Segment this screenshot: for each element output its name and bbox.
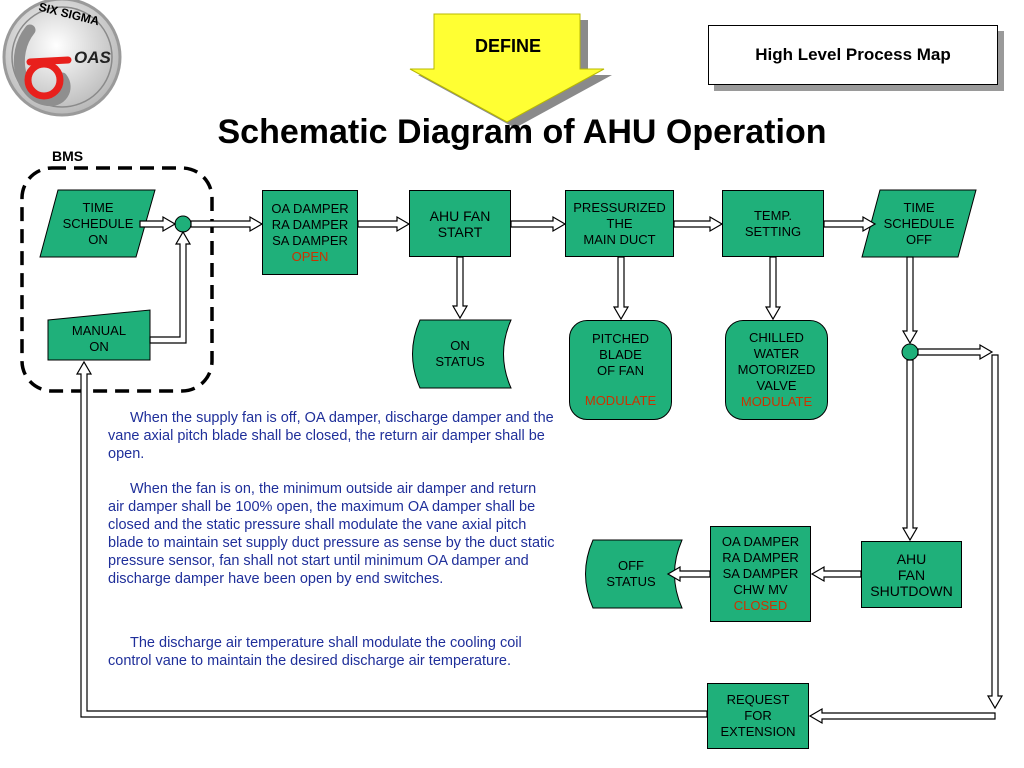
arrow-extension-to-manual (75, 360, 708, 718)
arrow-fan-start-to-on-status (451, 256, 469, 320)
node-line: RA DAMPER (271, 216, 349, 232)
time-schedule-on-node: TIME SCHEDULE ON (50, 200, 146, 248)
node-line: TIME (82, 200, 114, 215)
process-map-label: High Level Process Map (708, 25, 998, 85)
junction-off (901, 343, 919, 361)
arrow-time-off-to-junction (901, 256, 919, 345)
node-line: SCHEDULE (883, 216, 955, 231)
arrow-right-down (986, 354, 1004, 710)
node-line: STATUS (435, 354, 485, 369)
arrow-temp-to-chilled-water (764, 256, 782, 321)
node-line: CHILLED (749, 330, 804, 345)
node-line: AHU FAN (429, 207, 491, 224)
node-line: TEMP. (753, 207, 793, 223)
node-line: PITCHED (591, 331, 650, 346)
ahu-fan-shutdown-box: AHU FAN SHUTDOWN (861, 541, 962, 608)
description-paragraph-1: When the supply fan is off, OA damper, d… (108, 410, 554, 462)
node-line: SHUTDOWN (870, 582, 953, 599)
node-state: MODULATE (584, 393, 657, 408)
time-schedule-on-shape (39, 189, 156, 258)
node-line: SA DAMPER (722, 566, 799, 581)
define-arrow-icon (409, 13, 612, 128)
arrow-junction-to-oa-damper (190, 215, 264, 233)
logo-text-bottom: OAS (74, 48, 111, 67)
node-line: FAN (897, 566, 926, 583)
arrow-duct-to-pitched-blade (612, 256, 630, 321)
node-line: VALVE (756, 378, 797, 393)
arrow-manual-to-junction (149, 230, 192, 344)
on-status-node: ON STATUS (414, 338, 506, 370)
node-line: MANUAL (71, 323, 127, 338)
oa-damper-closed-box: OA DAMPER RA DAMPER SA DAMPER CHW MV CLO… (710, 526, 811, 622)
node-line: STATUS (606, 574, 656, 589)
node-line: ON (88, 232, 108, 247)
node-line: MOTORIZED (737, 362, 816, 377)
node-line: WATER (753, 346, 800, 361)
arrow-duct-to-temp (673, 215, 724, 233)
node-line: THE (606, 215, 633, 231)
arrow-shutdown-to-oa-closed (810, 565, 862, 583)
page-title: Schematic Diagram of AHU Operation (217, 113, 827, 151)
node-line: FOR (744, 708, 772, 723)
request-extension-box: REQUEST FOR EXTENSION (707, 683, 809, 749)
node-state: MODULATE (740, 394, 813, 409)
arrow-fan-start-to-duct (510, 215, 567, 233)
off-status-shape (585, 539, 683, 609)
node-line: OFF (906, 232, 932, 247)
arrow-oa-closed-to-off-status (666, 565, 711, 583)
node-state: OPEN (291, 248, 329, 264)
oa-damper-open-box: OA DAMPER RA DAMPER SA DAMPER OPEN (262, 190, 358, 275)
arrow-junction-to-shutdown (901, 359, 919, 542)
node-line: SA DAMPER (272, 232, 348, 248)
time-schedule-off-node: TIME SCHEDULE OFF (870, 200, 968, 248)
manual-on-node: MANUAL ON (48, 323, 150, 355)
node-line: SCHEDULE (62, 216, 134, 231)
arrow-to-request-extension (808, 707, 996, 725)
pressurized-duct-box: PRESSURIZED THE MAIN DUCT (565, 190, 674, 257)
node-line: OFF (618, 558, 644, 573)
node-state: CLOSED (733, 598, 788, 613)
arrow-time-on-to-junction (139, 215, 177, 233)
description-paragraph-2: When the fan is on, the minimum outside … (108, 481, 555, 587)
node-line: CHW MV (733, 582, 788, 597)
node-line: ON (450, 338, 470, 353)
node-line: ON (89, 339, 109, 354)
bms-label: BMS (52, 148, 84, 164)
temp-setting-box: TEMP. SETTING (722, 190, 824, 257)
on-status-shape (412, 319, 512, 389)
ahu-fan-start-box: AHU FAN START (409, 190, 511, 257)
node-line: OA DAMPER (271, 200, 349, 216)
node-line: RA DAMPER (722, 550, 799, 565)
node-line: START (437, 223, 483, 240)
off-status-node: OFF STATUS (586, 558, 676, 590)
node-line: EXTENSION (720, 724, 796, 739)
chilled-water-box: CHILLED WATER MOTORIZED VALVE MODULATE (725, 320, 828, 420)
manual-on-shape (47, 309, 151, 361)
node-line: MAIN DUCT (583, 231, 656, 247)
arrow-temp-to-time-off (823, 215, 877, 233)
arrow-junction-to-right (917, 343, 994, 361)
arrow-oa-damper-to-fan-start (357, 215, 411, 233)
node-line: AHU (896, 550, 927, 567)
time-schedule-off-shape (861, 189, 977, 258)
bms-boundary (20, 166, 214, 393)
node-line: OA DAMPER (721, 534, 800, 549)
description-paragraph-3: The discharge air temperature shall modu… (108, 635, 522, 669)
node-line: TIME (903, 200, 935, 215)
node-line: OF FAN (597, 363, 644, 378)
node-line: REQUEST (726, 692, 790, 707)
define-label: DEFINE (474, 36, 541, 56)
six-sigma-logo (2, 0, 122, 117)
node-line: BLADE (599, 347, 642, 362)
node-line: PRESSURIZED (573, 199, 666, 215)
node-line: SETTING (744, 223, 802, 239)
junction-on (174, 215, 192, 233)
pitched-blade-box: PITCHED BLADE OF FAN MODULATE (569, 320, 672, 420)
